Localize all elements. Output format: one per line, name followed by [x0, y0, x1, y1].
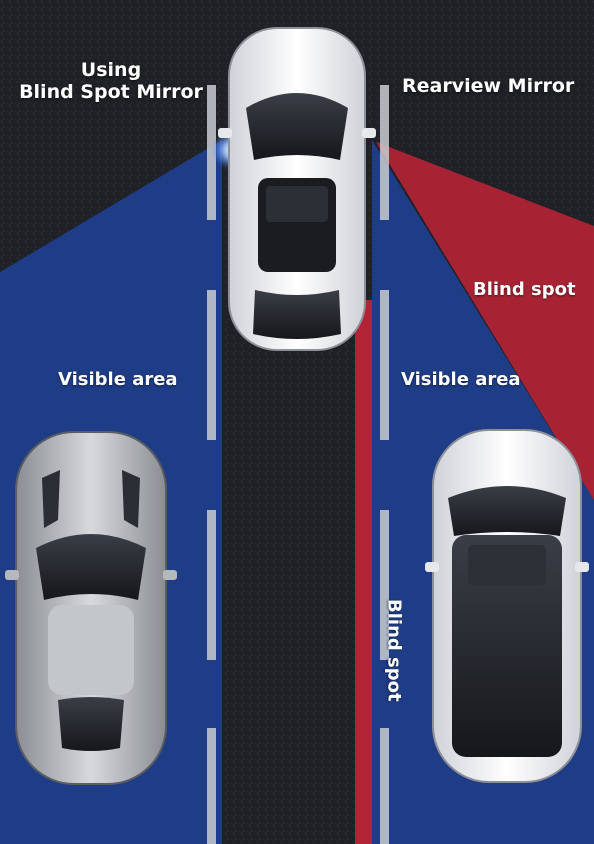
blind-spot-strip — [355, 300, 372, 844]
blind-spot-lane-label: Blind spot — [383, 599, 405, 702]
using-label-line2: Blind Spot Mirror — [19, 80, 203, 103]
right-car — [425, 429, 589, 783]
visible-area-right-label: Visible area — [401, 369, 521, 390]
rearview-mirror-label: Rearview Mirror — [402, 75, 575, 97]
ego-car — [218, 27, 376, 351]
using-label-line1: Using — [80, 59, 142, 81]
left-car — [5, 431, 177, 785]
lane-marking-right — [380, 85, 389, 844]
lane-marking-left — [207, 85, 216, 844]
blind-spot-right-label: Blind spot — [473, 279, 576, 300]
visible-area-left-label: Visible area — [58, 369, 178, 390]
using-blind-spot-mirror-label: Using Blind Spot Mirror — [0, 59, 222, 104]
blind-spot-wedge-right — [376, 142, 594, 500]
